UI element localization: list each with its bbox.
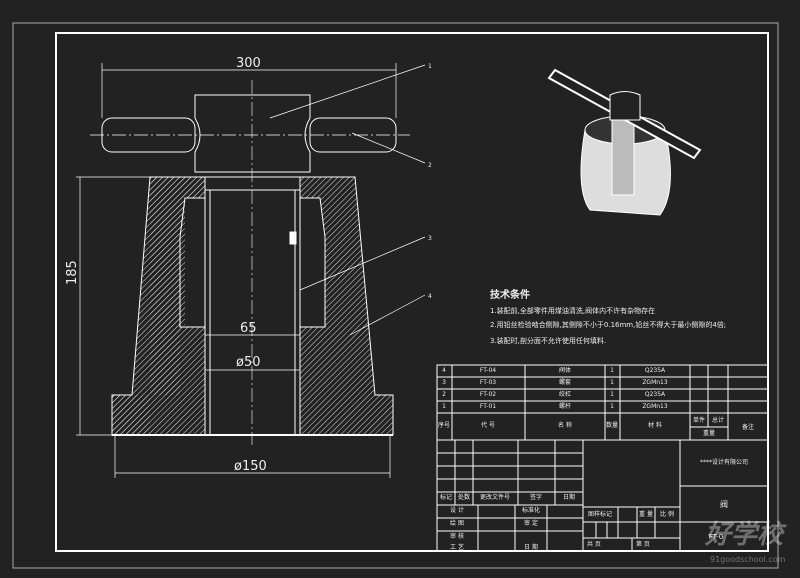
tech-item-2: 2.用铅丝检验啮合侧隙,其侧隙不小于0.16mm,铅丝不得大于最小侧隙的4倍; — [490, 321, 727, 329]
rev-label: 更改文件号 — [479, 494, 511, 501]
dim-300: 300 — [236, 56, 261, 71]
section-view — [90, 80, 410, 445]
dimension-lines — [76, 63, 426, 478]
tech-item-3: 3.装配时,剖分面不允许使用任何填料. — [490, 337, 607, 345]
weight-label: 重 量 — [639, 511, 653, 518]
bom-qty: 1 — [610, 379, 614, 386]
role-label: 标准化 — [521, 507, 541, 514]
tech-item-1: 1.装配前,全部零件用煤油清洗,阀体内不许有杂物存在 — [490, 307, 656, 315]
drawing-name: 阀 — [720, 500, 728, 509]
rev-label: 标记 — [439, 494, 453, 501]
dim-65: 65 — [240, 321, 257, 336]
sheet-no: 第 页 — [636, 541, 650, 548]
dim-185: 185 — [65, 260, 80, 285]
watermark-url: 91goodschool.com — [710, 555, 786, 564]
header-unit: 单件 — [692, 417, 706, 424]
bom-code: FT-01 — [479, 403, 497, 410]
header-code: 代 号 — [481, 422, 495, 429]
role-label: 设 计 — [450, 507, 464, 514]
rev-label: 签字 — [529, 494, 543, 501]
bom-qty: 1 — [610, 367, 614, 374]
header-remark: 备注 — [741, 424, 755, 431]
bom-qty: 1 — [610, 391, 614, 398]
bom-material: Q235A — [644, 367, 666, 374]
leader-2: 2 — [428, 162, 432, 169]
leader-4: 4 — [428, 293, 432, 300]
role-label: 工 艺 — [450, 544, 464, 551]
role-label: 审 核 — [450, 533, 464, 540]
stage-label: 图样标记 — [587, 511, 613, 518]
dim-bore: ø50 — [236, 355, 261, 370]
header-material: 材 料 — [648, 422, 662, 429]
dim-base: ø150 — [234, 459, 267, 474]
leader-3: 3 — [428, 235, 432, 242]
rev-label: 日期 — [562, 494, 576, 501]
bom-no: 3 — [442, 379, 446, 386]
outer-border — [12, 22, 779, 569]
sheets-total: 共 页 — [587, 541, 601, 548]
bom-material: ZGMn13 — [642, 379, 668, 386]
bom-name: 螺套 — [558, 379, 572, 386]
role-label: 审 定 — [524, 520, 538, 527]
bom-material: ZGMn13 — [642, 403, 668, 410]
bom-grid — [436, 364, 769, 552]
bom-code: FT-03 — [479, 379, 497, 386]
header-name: 名 称 — [558, 422, 572, 429]
inner-frame — [55, 32, 769, 552]
screw-cap — [194, 94, 311, 173]
bom-no: 4 — [442, 367, 446, 374]
bom-name: 螺杆 — [558, 403, 572, 410]
bom-name: 绞杠 — [558, 391, 572, 398]
drawing-no: FT-0 — [708, 533, 724, 541]
bom-name: 阀体 — [558, 367, 572, 374]
tech-title: 技术条件 — [490, 290, 530, 301]
rev-label: 处数 — [457, 494, 471, 501]
watermark-logo: 好学校 — [705, 520, 784, 550]
bom-code: FT-04 — [479, 367, 497, 374]
role-label: 日 期 — [524, 544, 538, 551]
leader-1: 1 — [428, 63, 432, 70]
header-total: 总计 — [711, 417, 725, 424]
isometric-view — [547, 68, 702, 216]
bom-no: 2 — [442, 391, 446, 398]
bom-material: Q235A — [644, 391, 666, 398]
bom-no: 1 — [442, 403, 446, 410]
role-label: 绘 图 — [450, 520, 464, 527]
header-qty: 数量 — [605, 422, 619, 429]
scale-label: 比 例 — [660, 511, 674, 518]
header-weight: 重量 — [702, 430, 716, 437]
bom-qty: 1 — [610, 403, 614, 410]
bom-code: FT-02 — [479, 391, 497, 398]
company-name: ****设计有限公司 — [699, 459, 749, 466]
header-no: 序号 — [437, 422, 451, 429]
